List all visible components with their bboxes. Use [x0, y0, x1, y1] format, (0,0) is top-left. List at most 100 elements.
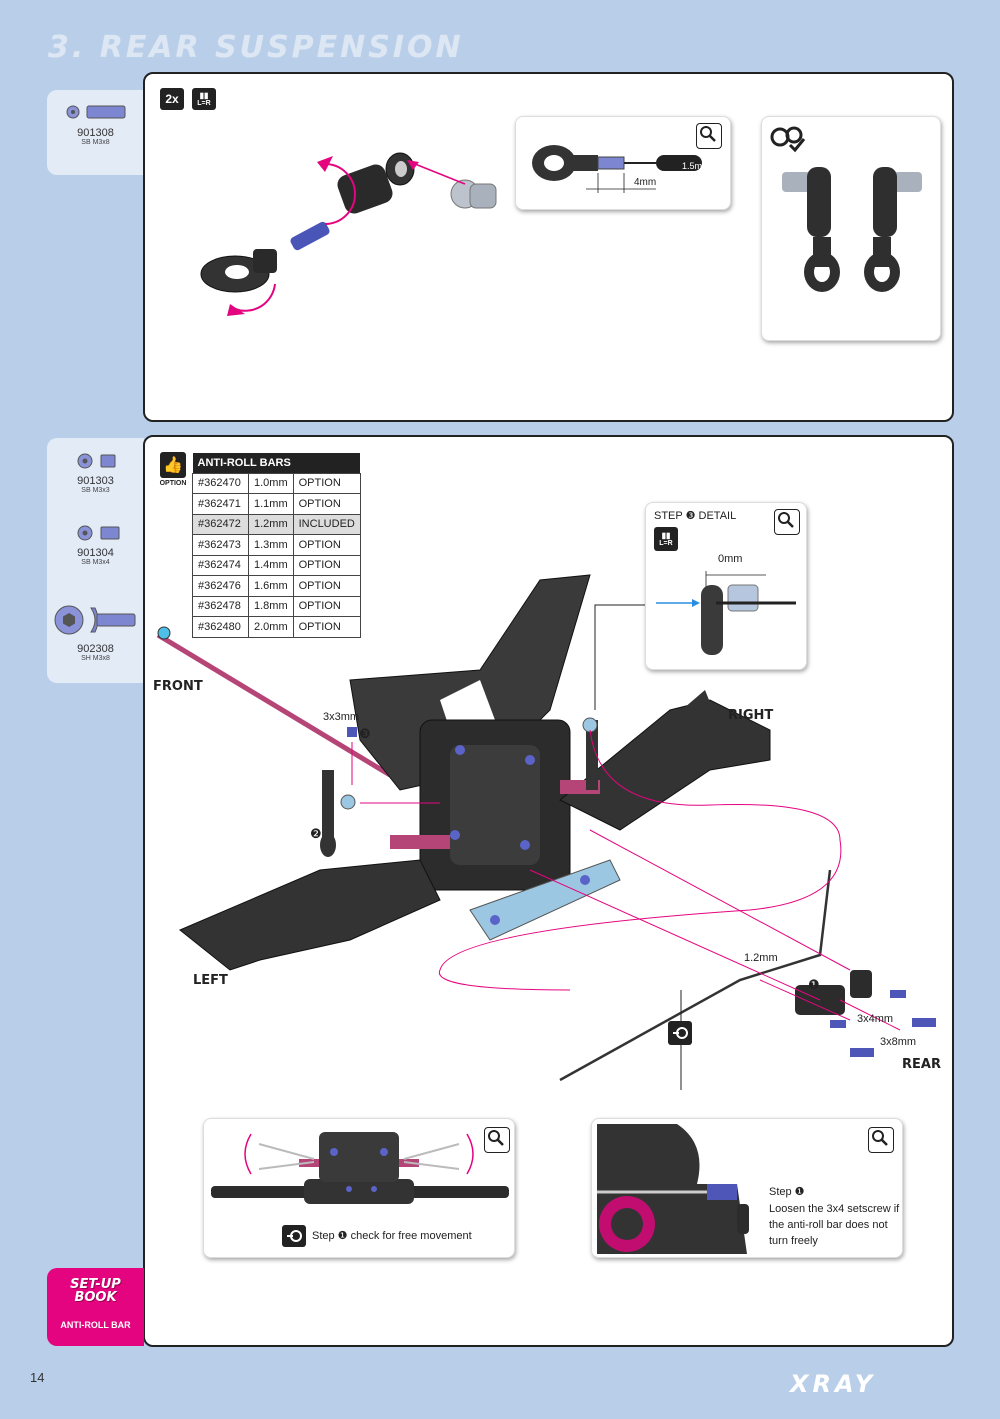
setscrew-detail-drawing: [656, 571, 796, 655]
setscrew-icon: [77, 525, 119, 541]
table-cell: #362474: [192, 554, 249, 576]
xray-logo: XRAY: [790, 1370, 877, 1398]
part-902308: 902308 SH M3x8: [47, 602, 144, 662]
loosen-setscrew-inset: Step ❶ Loosen the 3x4 setscrew if the an…: [591, 1118, 903, 1258]
loosen-line1: Step ❶: [769, 1186, 805, 1198]
option-label: OPTION: [159, 480, 187, 487]
part-901304: 901304 SB M3x4: [47, 524, 144, 566]
table-cell: OPTION: [292, 493, 361, 515]
page-title: 3. REAR SUSPENSION: [48, 30, 464, 65]
table-cell: #362476: [192, 575, 249, 597]
detail-icon: [774, 509, 800, 535]
ball-end-rod-drawing: [532, 145, 702, 193]
table-cell: 1.2mm: [248, 513, 294, 535]
thumbs-up-icon: 👍: [160, 452, 186, 478]
part-spec: SH M3x8: [81, 655, 110, 662]
lr-badge: ▮▮ L=R: [192, 88, 216, 110]
setscrew-closeup-drawing: [597, 1124, 749, 1254]
table-cell: #362472: [192, 513, 249, 535]
free-movement-drawing: [211, 1132, 509, 1204]
loosen-line2: Loosen the 3x4 setscrew if: [769, 1203, 900, 1215]
table-header-row: ANTI-ROLL BARS: [192, 453, 361, 473]
label-3x3mm: 3x3mm: [323, 711, 360, 723]
loosen-line4: turn freely: [769, 1235, 818, 1247]
part-spec: SB M3x8: [81, 139, 110, 146]
part-code: 901308: [77, 127, 114, 139]
table-cell: #362470: [192, 472, 249, 494]
label-step3-number: ❸: [359, 726, 371, 741]
parts-tab-step2: 901303 SB M3x3 901304 SB M3x4 902308 SH …: [47, 438, 144, 683]
label-3x4mm: 3x4mm: [857, 1013, 894, 1025]
lr-badge: ▮▮ L=R: [654, 527, 678, 551]
rear-suspension-assembly-drawing: [156, 574, 936, 1090]
dim-1-5mm: 1.5mm: [682, 161, 710, 171]
label-front: FRONT: [153, 679, 203, 694]
step1-panel: 2x ▮▮ L=R: [143, 72, 954, 422]
detail-icon: [696, 123, 722, 149]
ball-end-assembly-drawing: [200, 152, 497, 316]
parts-tab-step1: 901308 SB M3x8: [47, 90, 144, 175]
check-gear-icon: [770, 126, 806, 153]
loosen-line3: the anti-roll bar does not: [769, 1219, 888, 1231]
table-cell: 1.1mm: [248, 493, 294, 515]
dim-0mm: 0mm: [718, 553, 743, 565]
part-code: 902308: [77, 643, 114, 655]
part-901303: 901303 SB M3x3: [47, 452, 144, 494]
part-901308: 901308 SB M3x8: [47, 102, 144, 146]
page-number: 14: [30, 1370, 45, 1385]
screw-icon: [66, 105, 125, 119]
table-cell: OPTION: [292, 534, 361, 556]
table-cell: #362471: [192, 493, 249, 515]
hex-key-icon: [282, 1225, 306, 1247]
label-step1-number: ❶: [808, 977, 820, 992]
table-cell: OPTION: [292, 616, 361, 638]
table-title: ANTI-ROLL BARS: [192, 453, 361, 473]
free-movement-caption: Step ❶ check for free movement: [312, 1230, 472, 1242]
part-code: 901303: [77, 475, 114, 487]
table-cell: 1.4mm: [248, 554, 294, 576]
label-3x8mm: 3x8mm: [880, 1036, 917, 1048]
quantity-badge: 2x: [160, 88, 184, 110]
setup-book-title: SET-UP BOOK: [70, 1277, 121, 1305]
detail-icon: [484, 1127, 510, 1153]
option-badge: 👍 OPTION: [157, 452, 189, 487]
part-code: 901304: [77, 547, 114, 559]
ball-ends-pair-drawing: [782, 167, 922, 292]
table-cell: OPTION: [292, 472, 361, 494]
label-left: LEFT: [193, 973, 228, 988]
dim-4mm: 4mm: [634, 177, 657, 188]
step3-detail-title: STEP ❸ DETAIL: [654, 510, 737, 522]
label-rear: REAR: [902, 1057, 941, 1072]
label-right: RIGHT: [728, 708, 774, 723]
part-spec: SB M3x3: [81, 487, 110, 494]
detail-icon: [868, 1127, 894, 1153]
setup-book-subtitle: ANTI-ROLL BAR: [60, 1320, 131, 1330]
label-1-2mm: 1.2mm: [744, 952, 778, 964]
button-head-screw-icon: [54, 605, 135, 635]
ball-end-detail-inset: 1.5mm 4mm: [515, 116, 731, 210]
hex-key-icon: [668, 1021, 692, 1045]
table-cell: #362473: [192, 534, 249, 556]
lr-icon: ▮▮: [661, 531, 671, 540]
setup-book-tab[interactable]: SET-UP BOOK ANTI-ROLL BAR: [47, 1268, 144, 1346]
free-movement-inset: Step ❶ check for free movement: [203, 1118, 515, 1258]
label-step2-number: ❷: [310, 826, 322, 841]
table-cell: 1.3mm: [248, 534, 294, 556]
table-cell: INCLUDED: [292, 513, 361, 535]
table-cell: 1.0mm: [248, 472, 294, 494]
lr-icon: ▮▮: [199, 91, 209, 100]
table-cell: 1.8mm: [248, 595, 294, 617]
table-cell: 2.0mm: [248, 616, 294, 638]
step3-detail-inset: STEP ❸ DETAIL ▮▮ L=R 0mm: [645, 502, 807, 670]
part-spec: SB M3x4: [81, 559, 110, 566]
ball-ends-check-inset: [761, 116, 941, 341]
setscrew-icon: [77, 453, 115, 469]
